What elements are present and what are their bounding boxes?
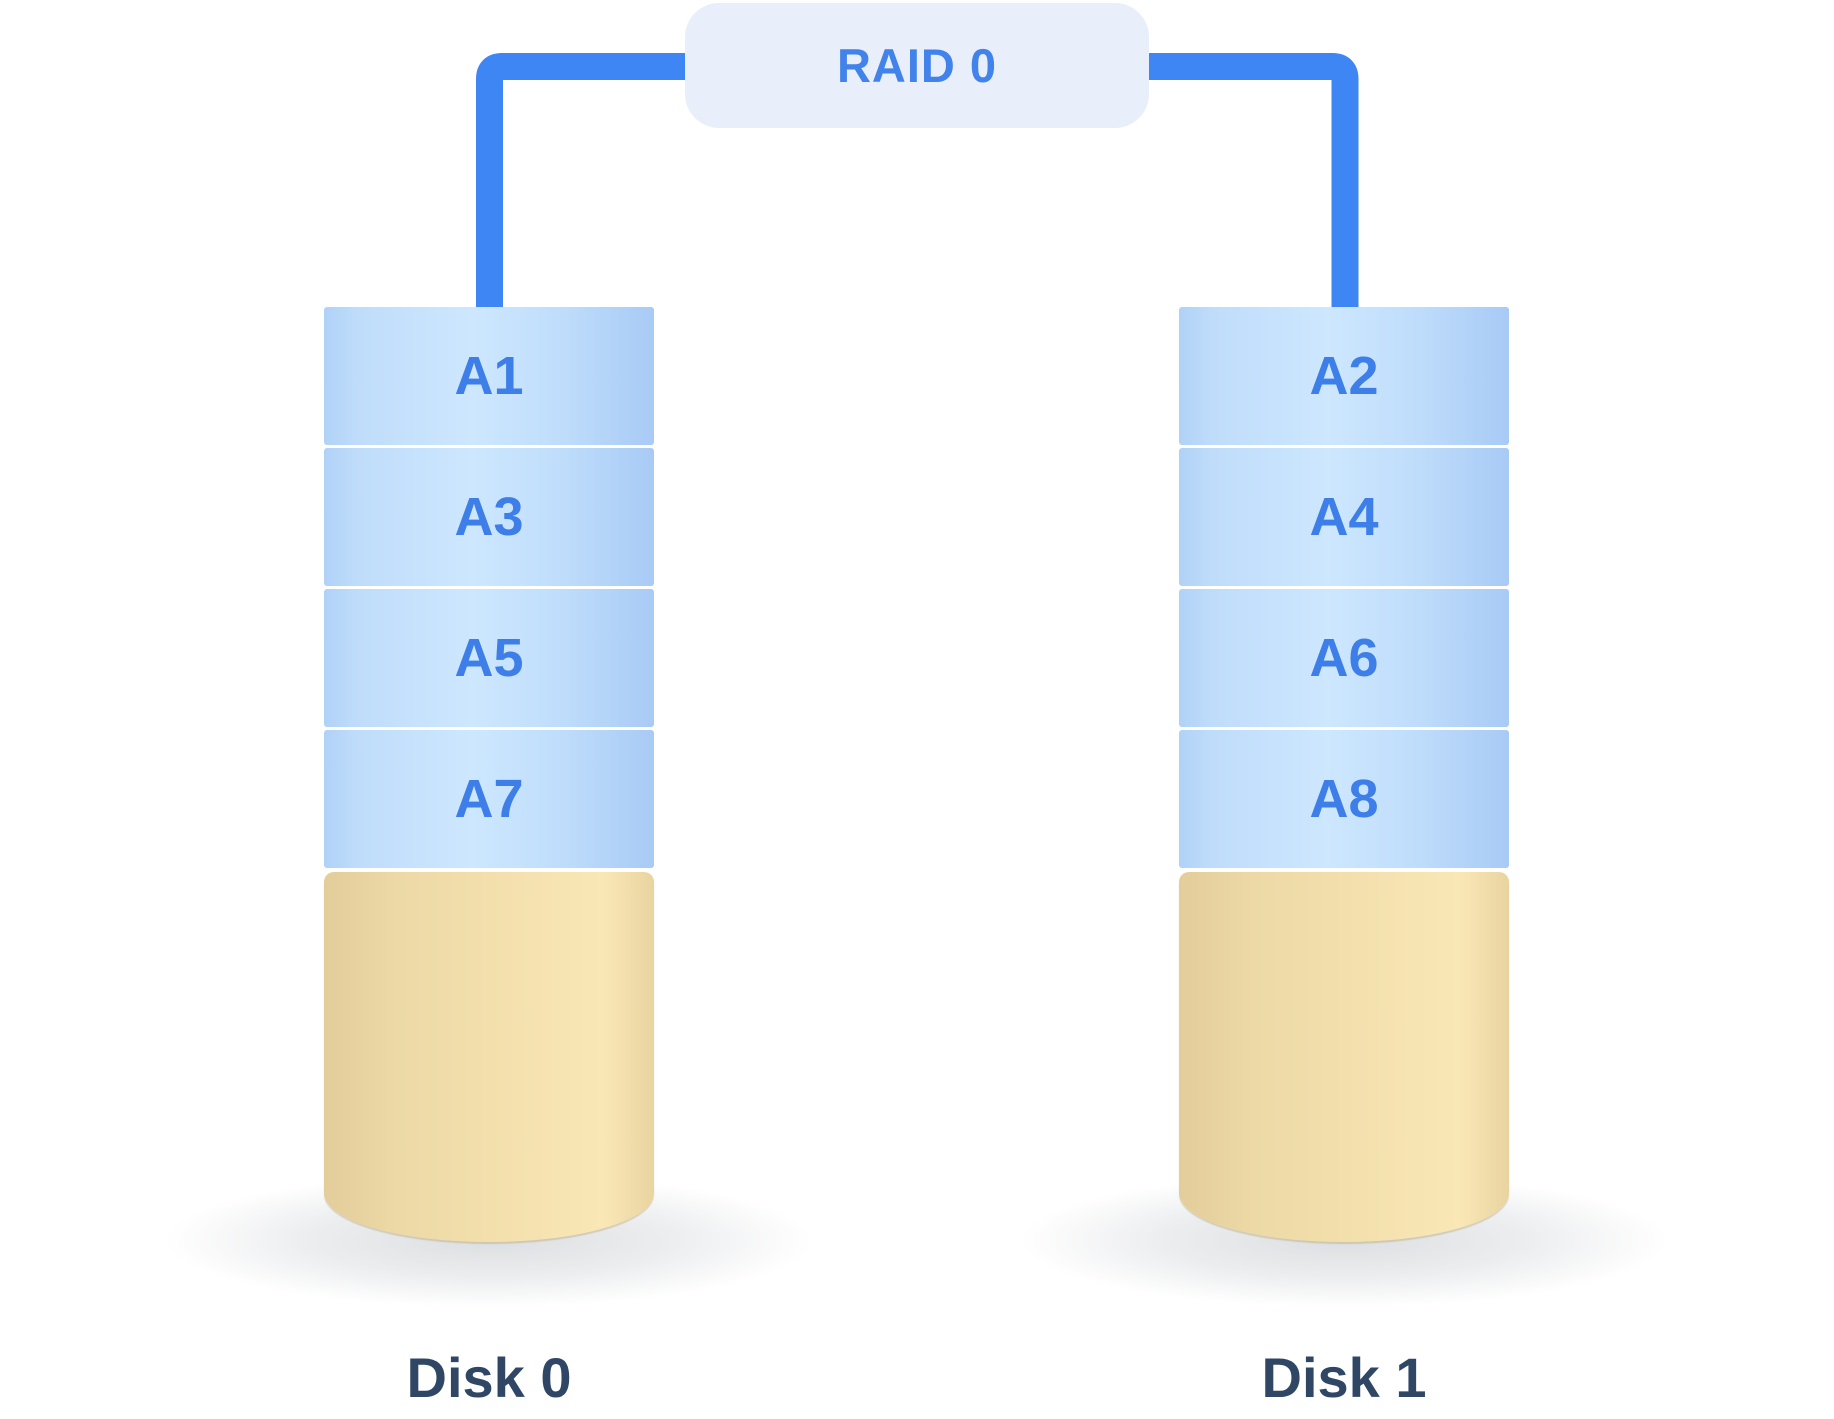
disk0-block-a3: A3 — [324, 448, 654, 586]
raid-level-badge: RAID 0 — [685, 3, 1149, 128]
disk0-label: Disk 0 — [406, 1346, 572, 1409]
block-label: A8 — [1309, 769, 1379, 829]
disk1-block-a6: A6 — [1179, 589, 1509, 727]
block-label: A6 — [1309, 628, 1379, 688]
block-label: A3 — [454, 487, 524, 547]
disk0-block-a5: A5 — [324, 589, 654, 727]
block-label: A1 — [454, 346, 524, 406]
connector-right — [1134, 53, 1359, 312]
raid-level-label: RAID 0 — [836, 39, 998, 92]
disk1-label: Disk 1 — [1261, 1346, 1427, 1409]
disk1-cylinder: A2 A4 A6 A8 — [1179, 307, 1509, 1242]
disk1-block-a8: A8 — [1179, 730, 1509, 868]
disk1-block-a4: A4 — [1179, 448, 1509, 586]
disk0-block-a7: A7 — [324, 730, 654, 868]
block-label: A7 — [454, 769, 524, 829]
disk0-free-space — [324, 872, 654, 1242]
disk1-free-space — [1179, 872, 1509, 1242]
connector-left — [476, 53, 700, 312]
block-label: A5 — [454, 628, 524, 688]
disk0-cylinder: A1 A3 A5 A7 — [324, 307, 654, 1242]
block-label: A2 — [1309, 346, 1379, 406]
disk0-block-a1: A1 — [324, 307, 654, 445]
disk1-block-a2: A2 — [1179, 307, 1509, 445]
block-label: A4 — [1309, 487, 1379, 547]
